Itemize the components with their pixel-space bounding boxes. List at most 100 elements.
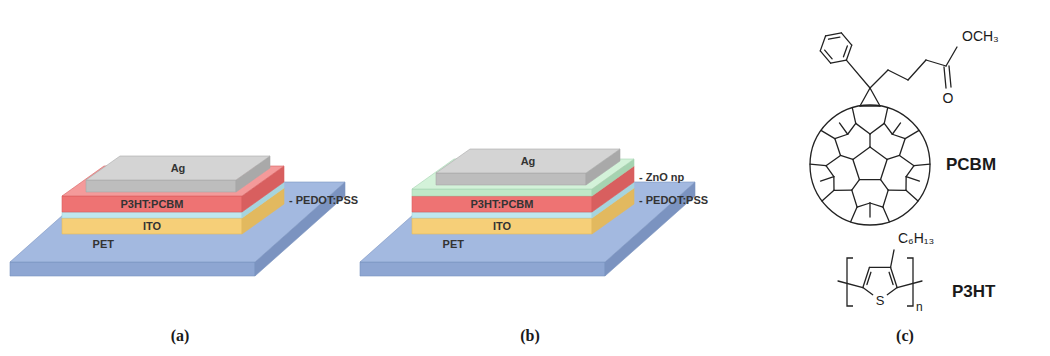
fullerene-bond	[851, 207, 857, 222]
slab-face	[360, 262, 605, 276]
bond-line	[870, 88, 880, 106]
panel-letter: (b)	[520, 327, 540, 345]
fullerene-bond	[810, 164, 826, 166]
slab-face	[412, 159, 634, 189]
fullerene-bond	[857, 203, 870, 207]
ring-bond	[843, 46, 847, 57]
ring-bond	[869, 267, 890, 268]
chem-label: C₆H₁₃	[898, 230, 934, 246]
slab-outline	[436, 149, 620, 185]
bond-line	[926, 60, 946, 66]
fullerene-bond	[852, 180, 860, 191]
fullerene-bond	[821, 177, 834, 181]
bond-line	[908, 60, 926, 80]
bond-line	[846, 60, 870, 88]
layer-slab: Ag	[436, 149, 620, 185]
chem-label: P3HT	[952, 282, 995, 302]
fullerene-bond	[884, 108, 887, 124]
ring-bond	[831, 60, 847, 63]
slab-outline	[86, 156, 270, 192]
bond-line	[944, 67, 946, 88]
slab-face	[86, 156, 270, 180]
fullerene-bond	[826, 166, 834, 177]
fullerene-bond	[906, 166, 914, 177]
fullerene-bond	[884, 123, 892, 134]
bond-line	[949, 66, 951, 87]
fullerene-bond	[835, 134, 848, 138]
slab-face	[10, 262, 255, 276]
ring-bond	[820, 36, 825, 51]
bond-line	[891, 250, 894, 267]
bond-line	[897, 281, 922, 288]
layer-label: ITO	[143, 220, 161, 233]
ring-bond	[889, 272, 893, 284]
fullerene-bond	[899, 155, 914, 165]
layer-label: Ag	[171, 162, 186, 175]
ring-bond	[863, 288, 873, 295]
chem-label: S	[876, 293, 885, 308]
slab-face	[436, 149, 620, 173]
layer-label: - ZnO np	[639, 171, 684, 184]
repeat-bracket	[847, 258, 853, 306]
fullerene-bond	[869, 134, 870, 147]
fullerene-bond	[835, 139, 841, 156]
ring-bond	[867, 272, 871, 284]
fullerene-bond	[833, 177, 834, 191]
slab-face	[436, 173, 586, 185]
fullerene-bond	[822, 190, 834, 201]
slab-face	[412, 212, 592, 218]
fullerene-bond	[906, 190, 918, 201]
fullerene-bond	[834, 189, 852, 191]
slab-face	[62, 212, 242, 218]
chem-label: PCBM	[946, 155, 996, 175]
bond-line	[860, 88, 870, 106]
slab-face	[62, 196, 242, 212]
fullerene-bond	[905, 130, 919, 138]
ring-bond	[887, 288, 897, 295]
ring-bond	[829, 37, 840, 39]
slab-face	[412, 182, 634, 212]
layer-label: PET	[443, 238, 464, 251]
slab-face	[412, 166, 634, 196]
bond-line	[870, 70, 888, 88]
layer-label: - PEDOT:PSS	[639, 194, 708, 207]
fullerene-bond	[841, 155, 853, 159]
ring-bond	[825, 50, 832, 59]
layer-label: Ag	[521, 155, 536, 168]
chem-label: O	[943, 90, 954, 106]
fullerene-bond	[870, 123, 884, 134]
slab-face	[62, 188, 284, 218]
ring-bond	[826, 33, 842, 36]
fullerene-bond	[881, 159, 888, 179]
layer-slab: Ag	[86, 156, 270, 192]
layer-label: P3HT:PCBM	[471, 198, 534, 211]
slab-face	[412, 218, 592, 234]
chem-label: n	[916, 300, 923, 314]
slab-face	[360, 182, 695, 262]
layer-label: P3HT:PCBM	[121, 198, 184, 211]
slab-face	[412, 188, 634, 218]
fullerene-bond	[899, 139, 905, 156]
chem-label: OCH₃	[962, 28, 999, 44]
fullerene-bond	[853, 159, 860, 179]
fullerene-bond	[892, 134, 905, 138]
fullerene-bond	[870, 147, 887, 159]
bond-line	[946, 47, 957, 66]
fullerene-bond	[887, 155, 899, 159]
slab-face	[86, 180, 236, 192]
fullerene-bond	[869, 203, 870, 217]
slab-face	[62, 166, 284, 196]
fullerene-bond	[856, 123, 870, 134]
panel-letter: (a)	[171, 327, 190, 345]
bond-line	[838, 281, 863, 288]
slab-face	[412, 196, 592, 212]
fullerene-bond	[852, 108, 855, 124]
layer-label: ITO	[493, 220, 511, 233]
ring-bond	[863, 267, 870, 287]
bond-line	[860, 105, 880, 106]
layer-label: - PEDOT:PSS	[289, 194, 358, 207]
fullerene-bond	[883, 207, 889, 222]
fullerene-bond	[906, 177, 919, 181]
panel-letter: (c)	[896, 327, 914, 345]
